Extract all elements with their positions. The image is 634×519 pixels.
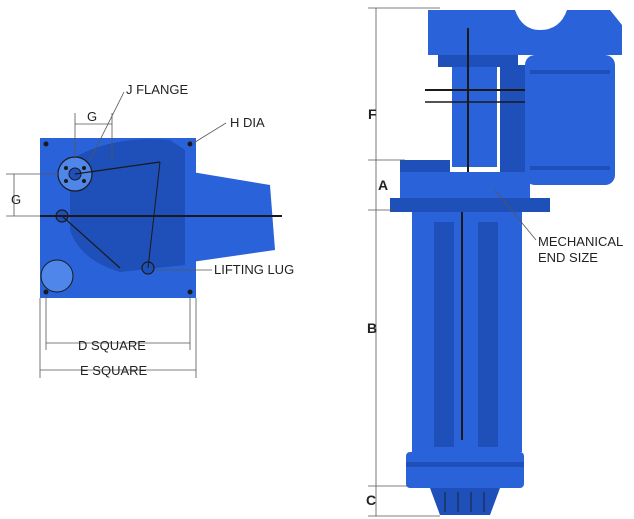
- j-flange-bolt: [64, 166, 68, 170]
- motor-body: [525, 55, 615, 185]
- mount-block: [400, 172, 530, 198]
- suction-strainer: [430, 488, 500, 515]
- e-square-label: E SQUARE: [80, 363, 148, 378]
- lifting-lug-label: LIFTING LUG: [214, 262, 294, 277]
- mechanical-label-line2: END SIZE: [538, 250, 598, 265]
- mechanical-leader: [494, 189, 537, 241]
- link-line: [61, 215, 121, 269]
- j-flange-bolt: [64, 179, 68, 183]
- a-label: A: [378, 177, 388, 193]
- pump-casing: [406, 452, 524, 488]
- motor-fin: [530, 166, 610, 170]
- corner-bolt: [43, 141, 49, 147]
- j-flange-bolt: [82, 166, 86, 170]
- mounting-plate: [390, 198, 550, 212]
- g-left-label: G: [11, 192, 21, 207]
- g-top-label: G: [87, 109, 97, 124]
- side-view: F A B C MECHANICAL END SIZE: [366, 7, 623, 517]
- h-dia-label: H DIA: [230, 115, 265, 130]
- c-label: C: [366, 492, 376, 508]
- mechanical-label-line1: MECHANICAL: [538, 234, 623, 249]
- b-label: B: [367, 320, 377, 336]
- corner-bolt: [187, 289, 193, 295]
- f-label: F: [368, 106, 377, 122]
- motor-fin: [530, 70, 610, 74]
- lower-lug: [40, 259, 74, 293]
- motor-cap: [428, 10, 622, 55]
- inner-housing: [70, 139, 185, 272]
- column-inner: [478, 222, 498, 447]
- column-inner: [434, 222, 454, 447]
- corner-bolt: [187, 141, 193, 147]
- j-flange-leader: [89, 91, 125, 161]
- pulley-column: [452, 67, 497, 167]
- coupling: [400, 160, 450, 172]
- h-dia-leader: [191, 122, 227, 145]
- corner-bolt: [43, 289, 49, 295]
- casing-band: [406, 462, 524, 467]
- drive-housing: [438, 55, 518, 67]
- motor-bracket: [500, 65, 525, 190]
- top-view: G J FLANGE H DIA G LIFTING LUG D SQUARE …: [6, 82, 294, 378]
- link-line: [74, 161, 161, 175]
- j-flange-bolt: [82, 179, 86, 183]
- j-flange-label: J FLANGE: [126, 82, 188, 97]
- d-square-label: D SQUARE: [78, 338, 146, 353]
- column: [412, 212, 522, 452]
